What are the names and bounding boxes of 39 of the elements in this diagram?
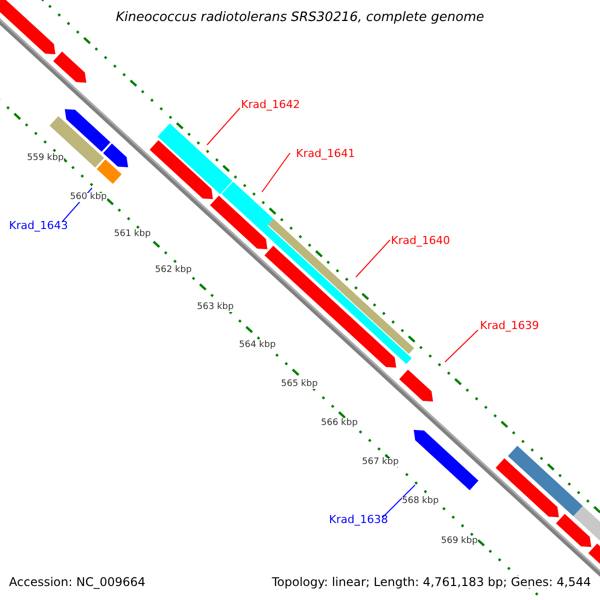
gene-label: Krad_1641 — [296, 148, 355, 159]
scale-label: 563 kbp — [197, 303, 234, 312]
gene-feature — [399, 370, 434, 402]
scale-label: 567 kbp — [362, 458, 399, 467]
gene-feature — [496, 458, 559, 518]
gene-feature — [150, 140, 213, 200]
gene-label: Krad_1643 — [9, 220, 68, 231]
leader-line — [356, 240, 390, 278]
scale-label: 559 kbp — [27, 154, 64, 163]
scale-label: 568 kbp — [402, 497, 439, 506]
leader-line — [262, 152, 290, 192]
gene-label: Krad_1638 — [329, 514, 388, 525]
gene-feature — [96, 159, 122, 184]
scale-label: 562 kbp — [155, 266, 192, 275]
gene-feature — [64, 109, 110, 152]
gene-feature — [158, 123, 232, 194]
scale-label: 565 kbp — [281, 380, 318, 389]
gene-feature — [588, 544, 600, 566]
gene-feature — [414, 430, 478, 490]
gene-feature — [53, 52, 86, 83]
gene-feature — [50, 116, 104, 168]
gene-feature — [556, 514, 592, 548]
scale-label: 566 kbp — [321, 419, 358, 428]
scale-label: 561 kbp — [114, 230, 151, 239]
accession-label: Accession: NC_009664 — [9, 576, 146, 588]
title: Kineococcus radiotolerans SRS30216, complete genome — [114, 11, 486, 24]
gene-feature — [210, 196, 268, 250]
leader-line — [382, 484, 416, 518]
gene-label: Krad_1640 — [391, 235, 450, 246]
genome-info-label: Topology: linear; Length: 4,761,183 bp; Genes: 4,544 — [272, 576, 591, 588]
scale-label: 560 kbp — [70, 193, 107, 202]
gene-feature — [0, 0, 56, 54]
gene-feature — [508, 446, 583, 516]
gene-feature — [103, 144, 128, 168]
leader-line — [444, 330, 478, 362]
scale-label: 564 kbp — [239, 341, 276, 350]
gene-label: Krad_1639 — [480, 320, 539, 331]
gene-label: Krad_1642 — [241, 99, 300, 110]
scale-label: 569 kbp — [441, 537, 478, 546]
